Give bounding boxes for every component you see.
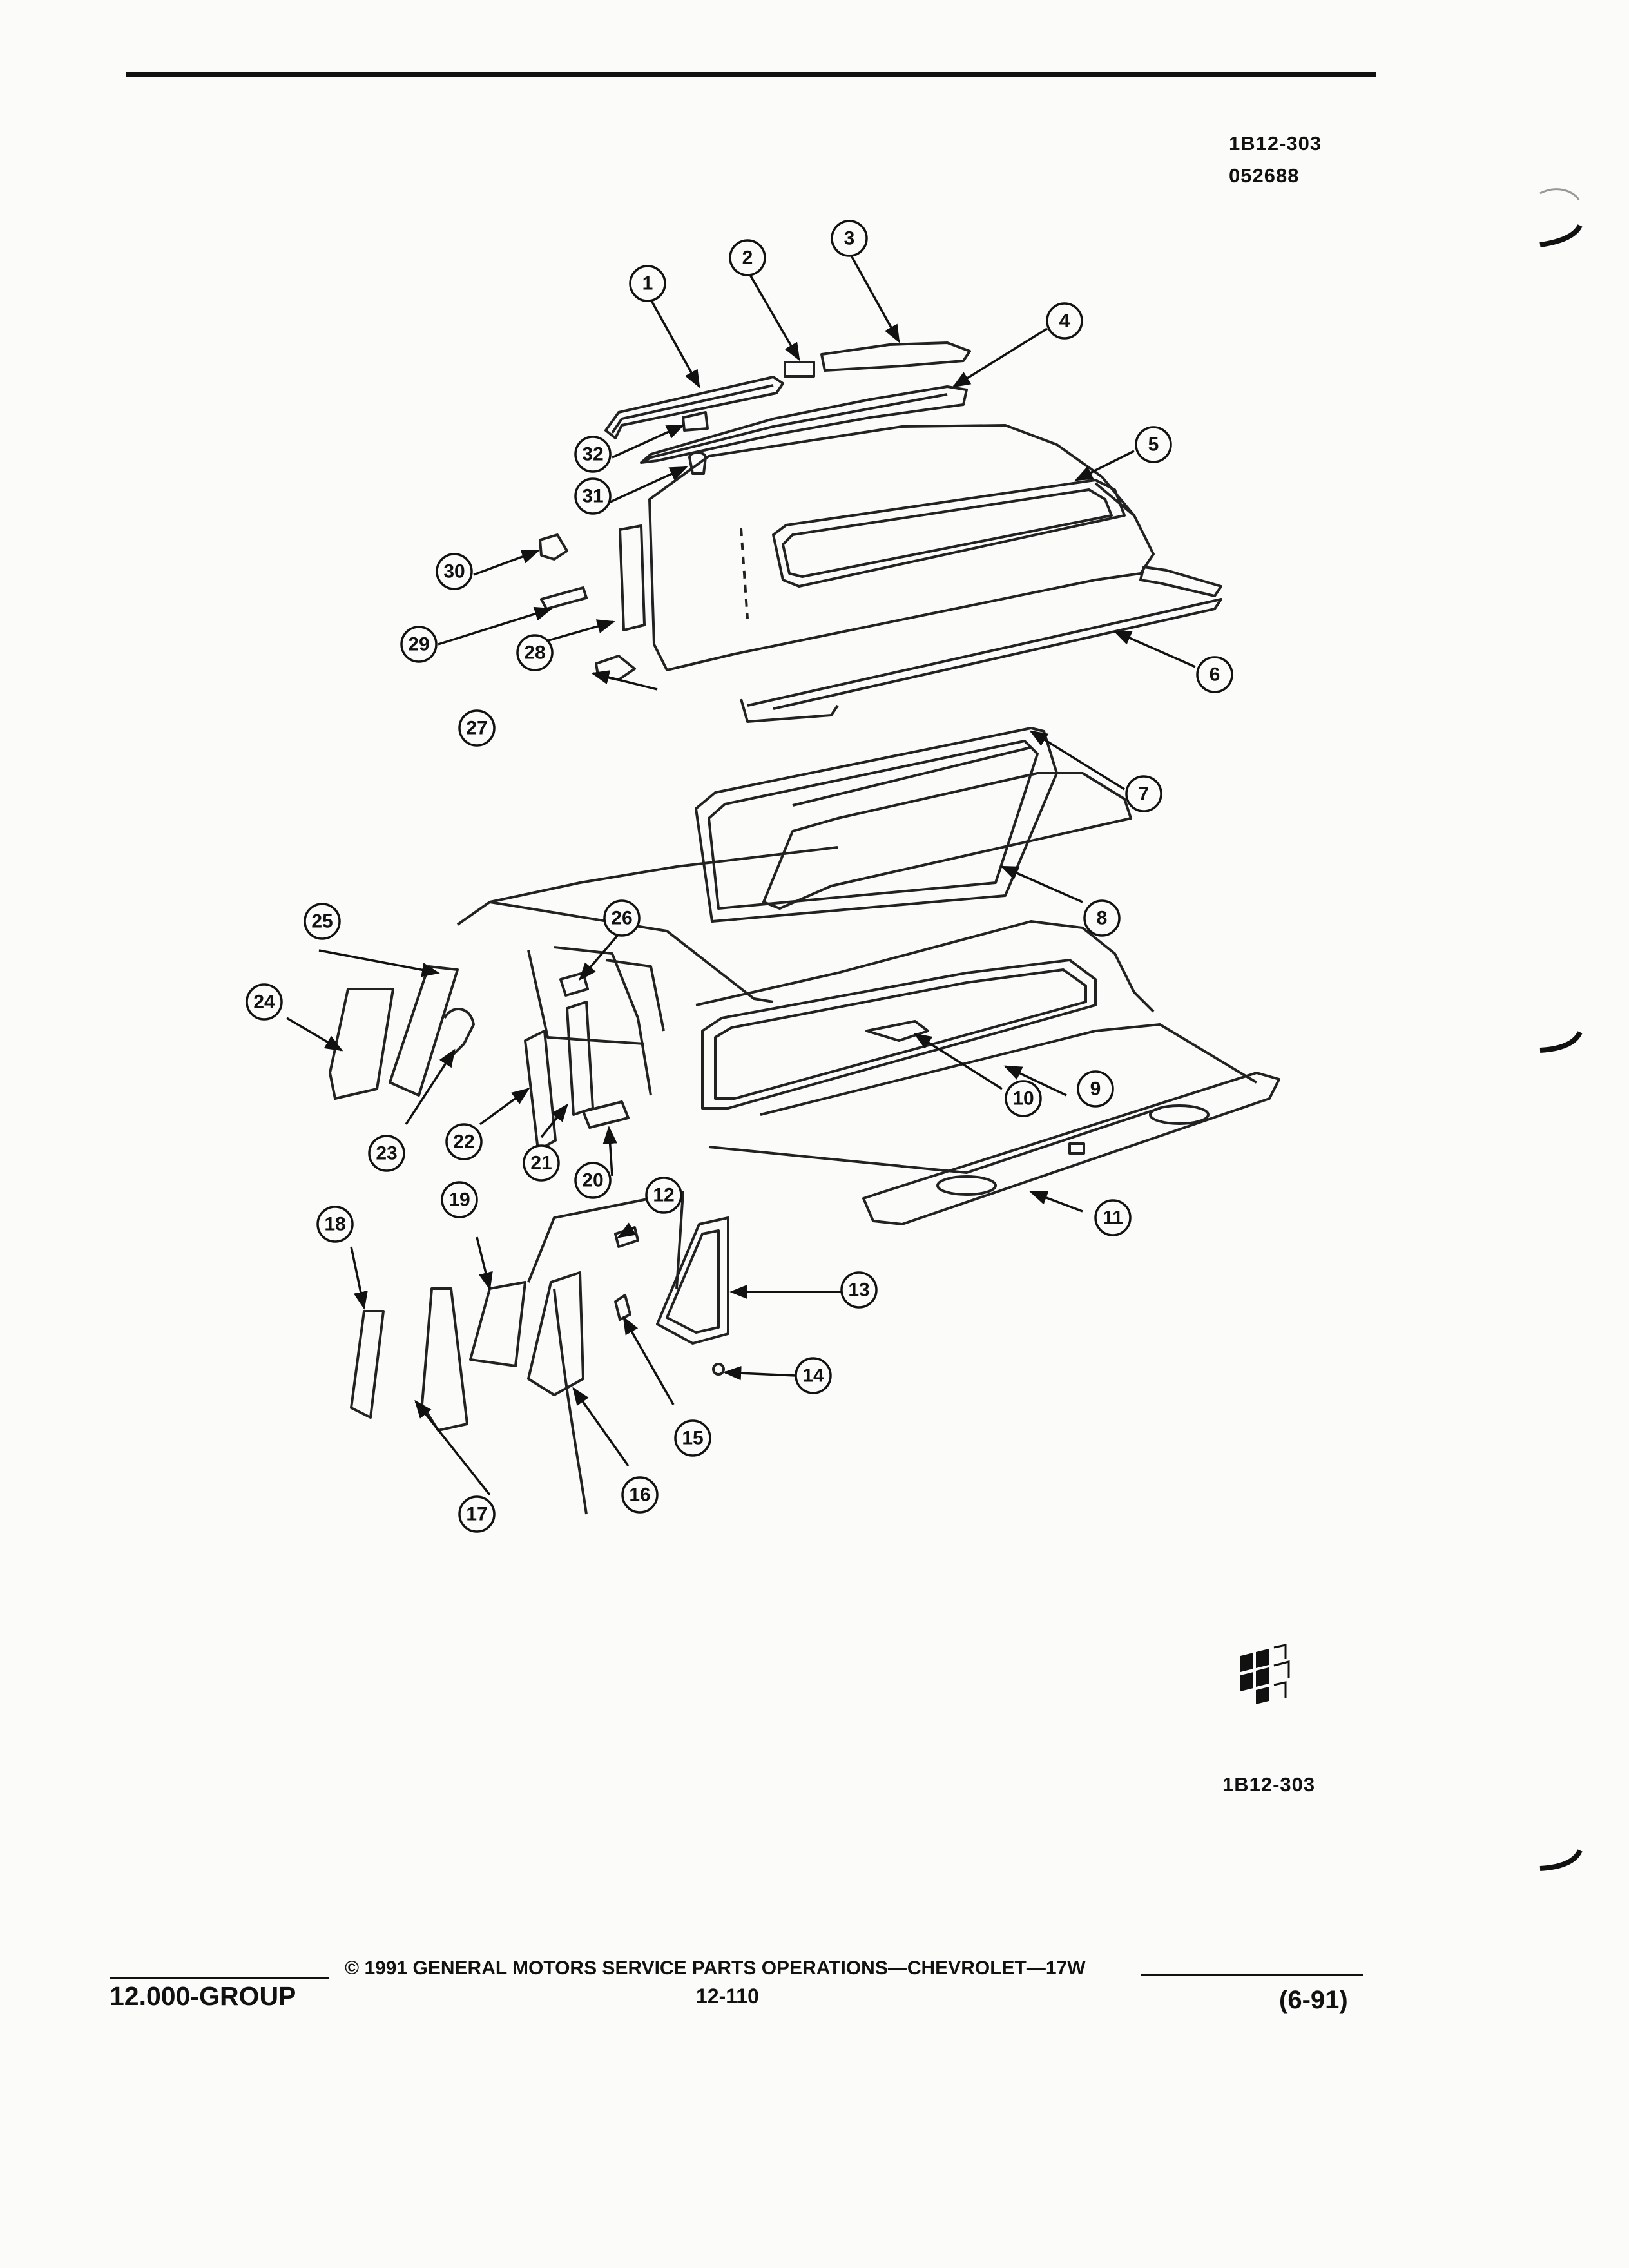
clip-15-part bbox=[614, 1294, 631, 1321]
callout-31: 31 bbox=[582, 486, 603, 507]
strip-part bbox=[619, 524, 646, 631]
frame-part bbox=[695, 727, 1058, 923]
callout-13: 13 bbox=[848, 1280, 869, 1301]
footer-rule-right bbox=[1141, 1974, 1363, 1976]
top-rule bbox=[126, 72, 1376, 77]
callout-1: 1 bbox=[642, 273, 653, 294]
binder-ring-icon bbox=[1539, 1849, 1583, 1871]
callout-12: 12 bbox=[653, 1185, 674, 1206]
panel-curve-part bbox=[553, 1288, 588, 1515]
roof-cover-part bbox=[648, 424, 1155, 671]
callout-10: 10 bbox=[1012, 1088, 1034, 1110]
callout-32: 32 bbox=[582, 444, 603, 465]
callout-16: 16 bbox=[629, 1485, 650, 1506]
callout-11: 11 bbox=[1103, 1207, 1123, 1229]
ref-date: 052688 bbox=[1229, 164, 1300, 187]
callout-labels: 1 2 3 4 5 6 7 8 9 10 11 12 13 14 15 16 1… bbox=[253, 228, 1220, 1525]
footer-copyright: © 1991 GENERAL MOTORS SERVICE PARTS OPER… bbox=[345, 1957, 1086, 1979]
clip-part bbox=[682, 411, 709, 432]
callout-28: 28 bbox=[524, 642, 545, 664]
callout-29: 29 bbox=[408, 634, 429, 655]
wiring-part bbox=[443, 1008, 475, 1058]
ref-code: 1B12-303 bbox=[1229, 132, 1322, 155]
footer-page-number: 12-110 bbox=[696, 1984, 759, 2008]
callout-9: 9 bbox=[1090, 1079, 1101, 1100]
screw-part bbox=[688, 451, 707, 475]
window-frame-part bbox=[527, 1191, 684, 1289]
callout-26: 26 bbox=[611, 908, 632, 929]
footer-group: 12.000-GROUP bbox=[110, 1981, 296, 2011]
callout-24: 24 bbox=[253, 992, 275, 1013]
callout-2: 2 bbox=[742, 247, 753, 269]
plate-part bbox=[540, 586, 588, 610]
trim-25-part bbox=[389, 965, 459, 1097]
glass-16-part bbox=[527, 1271, 584, 1396]
trim-molding-part bbox=[740, 566, 1222, 723]
callout-19: 19 bbox=[448, 1189, 470, 1211]
callout-30: 30 bbox=[443, 561, 465, 582]
bracket-part bbox=[539, 533, 568, 561]
callout-17: 17 bbox=[466, 1504, 487, 1525]
callout-25: 25 bbox=[311, 911, 333, 932]
trim-21-part bbox=[566, 1001, 594, 1116]
car-body-outline bbox=[456, 846, 1258, 1174]
trim-18-part bbox=[350, 1310, 385, 1419]
callout-8: 8 bbox=[1097, 908, 1108, 929]
callout-7: 7 bbox=[1139, 783, 1150, 805]
callout-23: 23 bbox=[376, 1143, 397, 1164]
callout-20: 20 bbox=[582, 1170, 603, 1191]
roof-molding-part bbox=[604, 341, 971, 464]
gm-parts-logo-icon bbox=[1240, 1644, 1290, 1704]
latch-part bbox=[865, 1020, 929, 1042]
latch-20-part bbox=[582, 1100, 630, 1129]
footer-date: (6-91) bbox=[1279, 1986, 1348, 2014]
callout-14: 14 bbox=[802, 1365, 824, 1387]
callout-22: 22 bbox=[453, 1131, 474, 1153]
callout-27: 27 bbox=[466, 718, 487, 739]
glass-19-part bbox=[469, 1281, 526, 1367]
binder-ring-icon bbox=[1539, 1031, 1583, 1053]
binder-ring-icon bbox=[1539, 188, 1583, 247]
callout-4: 4 bbox=[1059, 311, 1070, 332]
trim-22-part bbox=[524, 1030, 557, 1151]
frame-13-part bbox=[656, 1216, 729, 1345]
callout-5: 5 bbox=[1148, 434, 1159, 456]
callout-15: 15 bbox=[682, 1428, 703, 1449]
callout-6: 6 bbox=[1210, 664, 1220, 686]
clip-26-part bbox=[559, 972, 589, 997]
callout-3: 3 bbox=[844, 228, 855, 249]
glass-part bbox=[762, 772, 1132, 910]
trim-24-part bbox=[329, 988, 394, 1100]
callout-21: 21 bbox=[530, 1153, 552, 1174]
callout-18: 18 bbox=[324, 1214, 345, 1235]
trim-17-part bbox=[421, 1287, 468, 1432]
screw-14-part bbox=[712, 1363, 725, 1376]
shelf-panel-part bbox=[862, 1072, 1280, 1225]
bottom-ref-code: 1B12-303 bbox=[1222, 1773, 1316, 1796]
footer-rule-left bbox=[110, 1977, 329, 1979]
